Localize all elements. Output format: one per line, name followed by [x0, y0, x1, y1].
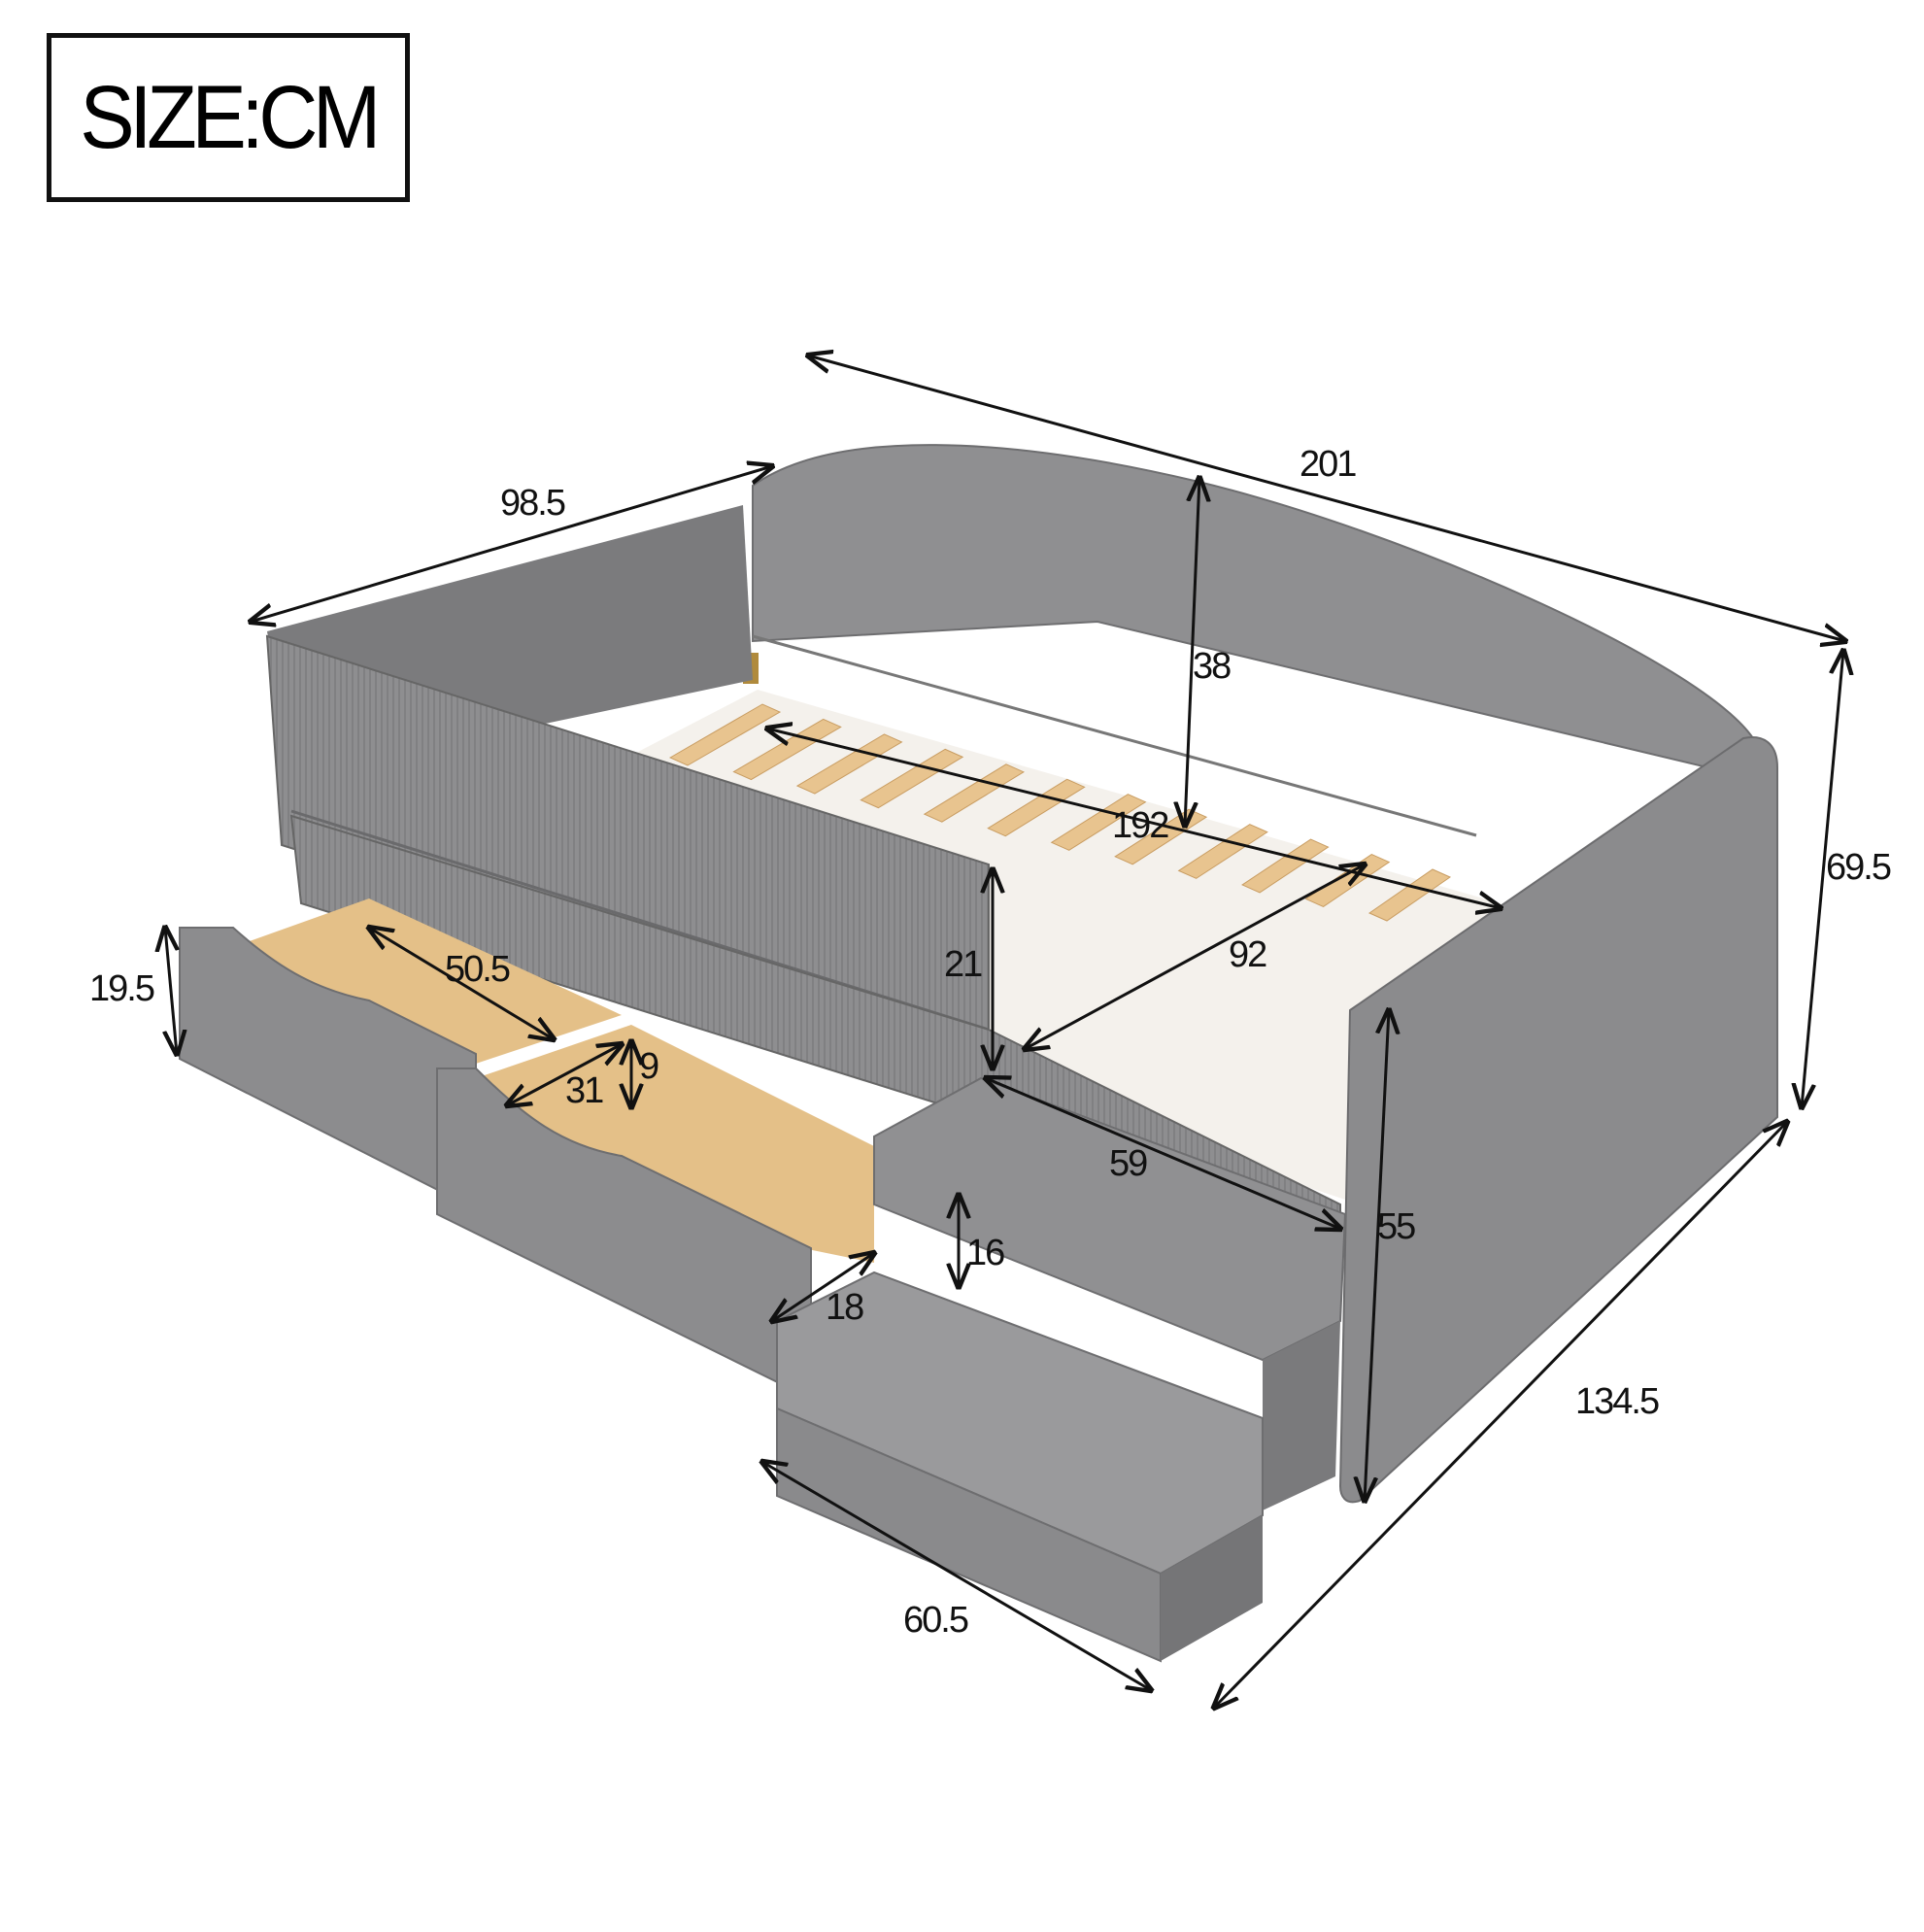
dim-line-total-width [251, 466, 772, 622]
dim-line-inner-length [767, 729, 1501, 908]
label-step-height: 16 [966, 1233, 1004, 1273]
label-drawer-width: 31 [565, 1070, 603, 1111]
dim-line-drawer-width [507, 1044, 622, 1105]
dim-line-total-height [1802, 651, 1843, 1107]
size-unit-box: SIZE:CM [47, 33, 410, 202]
label-inner-length: 192 [1112, 805, 1168, 846]
right-footboard [1338, 736, 1778, 1504]
dim-line-side-rail-height [1365, 1010, 1389, 1501]
dim-line-drawer-height [165, 928, 177, 1054]
label-backrest-height: 38 [1193, 646, 1231, 687]
label-drawer-inner-height: 9 [639, 1046, 658, 1087]
size-unit-label: SIZE:CM [80, 67, 382, 167]
label-total-depth: 134.5 [1575, 1381, 1659, 1422]
drawer-2-front [436, 1068, 812, 1401]
dim-line-step-depth [772, 1253, 874, 1321]
backrest [752, 444, 1755, 779]
slat [668, 703, 782, 766]
label-front-rail-height: 21 [944, 944, 982, 985]
label-step-width: 60.5 [903, 1600, 968, 1641]
dim-line-step-top-width [986, 1078, 1340, 1229]
label-total-height: 69.5 [1826, 847, 1891, 888]
label-drawer-height: 19.5 [89, 968, 154, 1009]
label-side-rail-height: 55 [1377, 1206, 1415, 1247]
label-drawer-length: 50.5 [445, 949, 510, 990]
label-step-depth: 18 [826, 1287, 863, 1328]
dim-line-step-width [762, 1462, 1151, 1690]
dim-line-inner-width [1025, 864, 1365, 1049]
label-inner-width: 92 [1229, 934, 1266, 975]
dim-line-total-depth [1214, 1122, 1787, 1708]
dim-line-total-length [808, 356, 1845, 641]
label-total-length: 201 [1300, 444, 1356, 485]
label-step-top-width: 59 [1109, 1143, 1147, 1184]
dim-line-drawer-length [369, 928, 554, 1039]
label-total-width: 98.5 [500, 483, 565, 524]
